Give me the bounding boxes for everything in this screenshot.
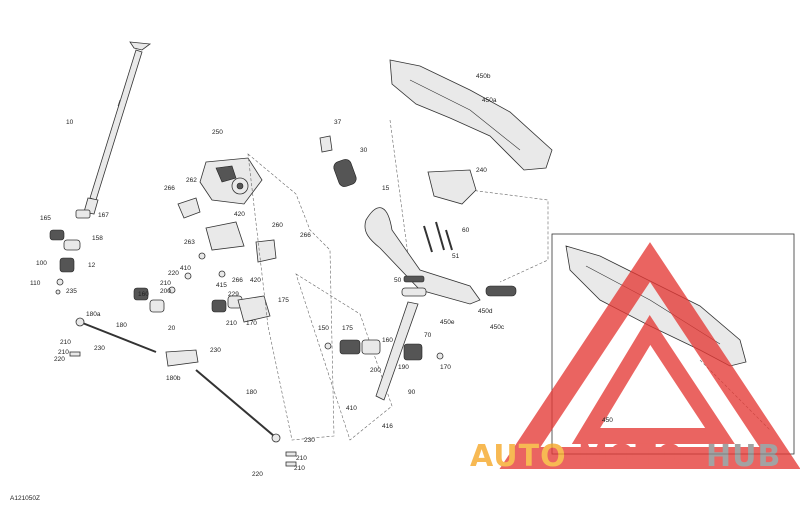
part-label: 150 [318,325,329,332]
part-label: 450a [482,97,497,104]
part-label: 20 [168,325,176,332]
part-label: 90 [408,389,416,396]
part-label: 10 [66,119,74,126]
part-label: 180 [116,322,127,329]
part-label: 420 [250,277,261,284]
hand-guard [389,59,553,205]
part-label: 250 [212,129,223,136]
steering-motor-assembly [177,157,277,263]
part-label: 230 [304,437,315,444]
steering-tube-lower [324,275,444,401]
part-label: 220 [54,356,65,363]
part-label: 450d [478,308,493,315]
part-label: 240 [476,167,487,174]
part-label: 220 [252,471,263,478]
part-label: 100 [36,260,47,267]
part-label: 266 [164,185,175,192]
part-label: 230 [210,347,221,354]
part-label: 110 [30,280,41,287]
part-label: 50 [394,277,402,284]
part-label: 200 [370,367,381,374]
watermark-logo: AUTO MOTO HUB [470,242,800,474]
part-label: 15 [382,185,390,192]
part-label: 210 [226,320,237,327]
part-label: 220 [168,270,179,277]
part-label: 262 [186,177,197,184]
part-label: 165 [40,215,51,222]
part-label: 51 [452,253,460,260]
part-label: 266 [300,232,311,239]
part-label: 266 [232,277,243,284]
part-label: 175 [342,325,353,332]
part-label: 180b [166,375,181,382]
part-label: 210 [160,280,171,287]
part-labels: 10 165 167 158 12 100 110 235 250 266 26… [10,73,613,502]
part-label: 160 [382,337,393,344]
part-label: 175 [278,297,289,304]
part-label: 410 [180,265,191,272]
part-label: 229 [228,291,239,298]
part-label: 415 [216,282,227,289]
watermark-text-moto: MOTO [578,439,683,474]
watermark-text-hub: HUB [706,439,781,474]
part-label: 210 [296,455,307,462]
part-label: 230 [94,345,105,352]
lower-column-parts [49,209,91,295]
part-label: 170 [246,320,257,327]
part-label: 450e [440,319,455,326]
handlebar [319,135,517,305]
part-label: 190 [398,364,409,371]
part-label: 420 [234,211,245,218]
part-label: 416 [382,423,393,430]
part-label: 200 [160,288,171,295]
steering-column [83,41,152,215]
part-label: 170 [440,364,451,371]
part-label: 70 [424,332,432,339]
part-label: 410 [346,405,357,412]
part-label: 210 [60,339,71,346]
mid-bushings [133,252,271,323]
part-label: 180 [246,389,257,396]
part-label: 180a [86,311,101,318]
part-label: 37 [334,119,342,126]
part-label: 263 [184,239,195,246]
part-label: 167 [98,212,109,219]
part-label: 450b [476,73,491,80]
part-label: 210 [294,465,305,472]
part-label: 60 [462,227,470,234]
part-label: 260 [272,222,283,229]
tie-rods [69,317,297,467]
part-label: 158 [92,235,103,242]
part-label: 235 [66,288,77,295]
watermark-text-auto: AUTO [470,439,567,474]
reference-code: A121050Z [10,495,40,502]
part-label: 12 [88,262,96,269]
part-label: 160 [138,291,149,298]
part-label: 30 [360,147,368,154]
bolts [423,221,453,253]
part-label: 210 [58,349,69,356]
part-label: 450c [490,324,505,331]
part-label: 450 [602,417,613,424]
